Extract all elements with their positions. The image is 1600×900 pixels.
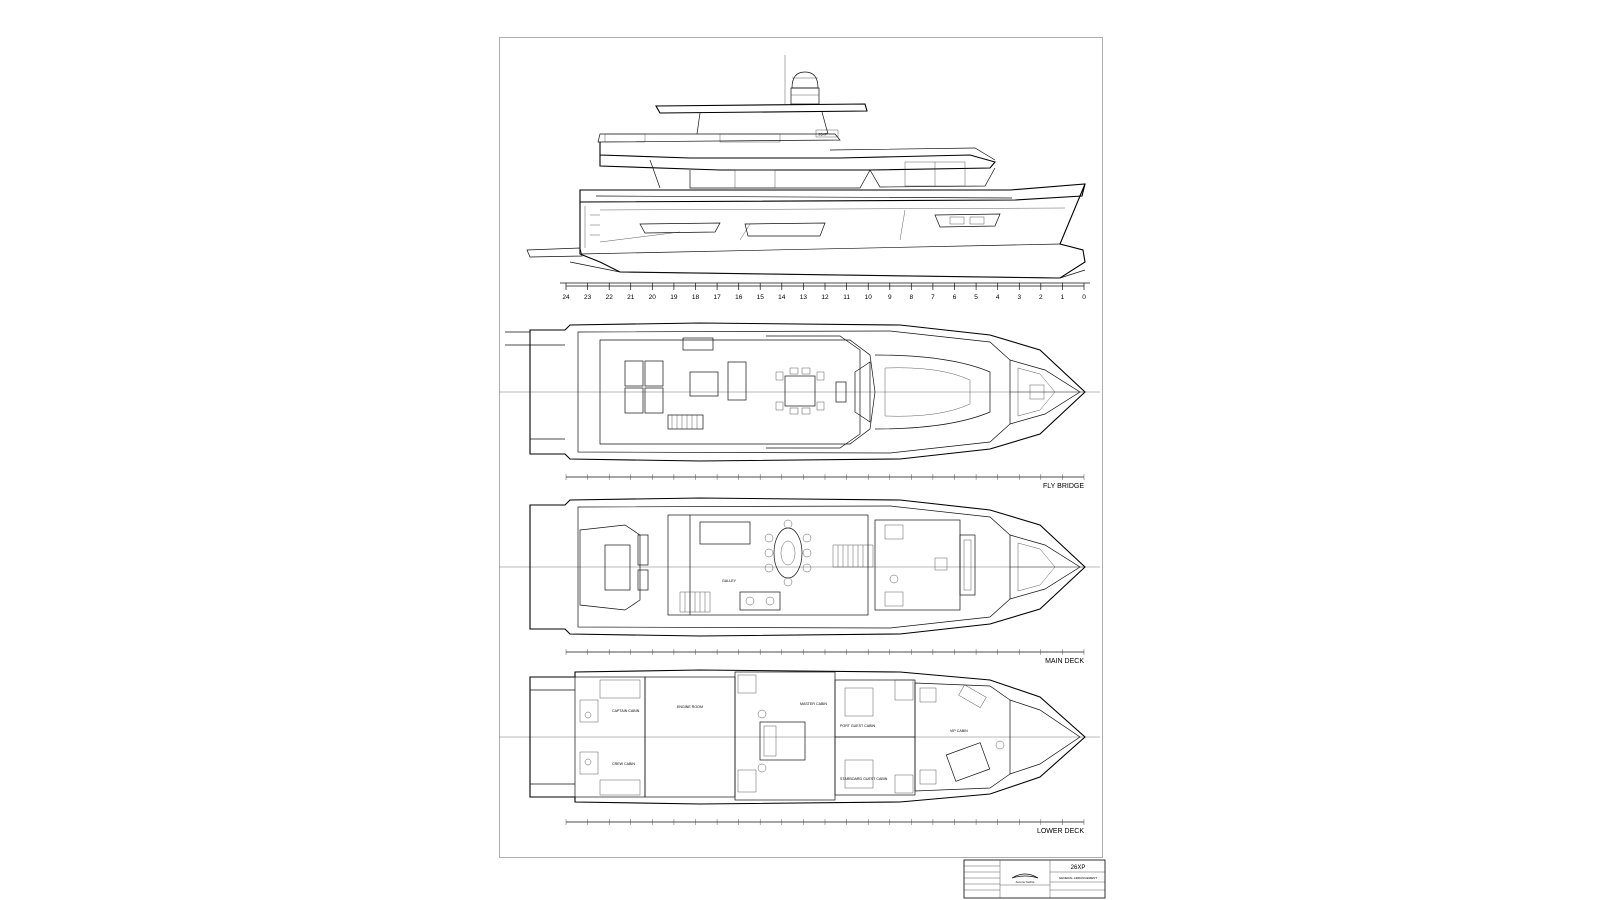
profile-frame-ruler: 24 23 22 21 20 19 18 17 16 15 14 13 12 1…	[562, 283, 1086, 301]
master-cabin-label: MASTER CABIN	[800, 702, 827, 706]
model-badge	[815, 129, 839, 138]
main-deck-plan: GALLEY	[499, 497, 1100, 637]
sheet-border	[499, 37, 1103, 858]
frame-number: 23	[584, 294, 592, 301]
vip-bed	[945, 742, 991, 782]
title-block-model: 26XP	[1071, 865, 1086, 871]
title-block: Aurora Yachts 26XP GENERAL ARRANGEMENT	[963, 859, 1106, 899]
frame-number: 24	[562, 294, 570, 301]
main-deck-ruler	[565, 649, 1085, 655]
sun-lounger	[644, 360, 664, 387]
sun-lounger	[624, 360, 644, 387]
fly-bridge-ruler	[565, 474, 1085, 480]
frame-number: 17	[713, 294, 721, 301]
frame-number: 3	[1017, 294, 1021, 301]
radar-dome-icon	[791, 71, 819, 89]
frame-number: 18	[692, 294, 700, 301]
side-profile: 26XP	[526, 55, 1090, 284]
lower-deck-label: LOWER DECK	[1037, 828, 1084, 835]
frame-number: 9	[888, 294, 892, 301]
helm-console	[854, 361, 871, 423]
title-block-drawing-title: GENERAL ARRANGEMENT	[1059, 876, 1097, 880]
sun-lounger	[644, 387, 664, 414]
captain-cabin-label: CAPTAIN CABIN	[612, 709, 640, 713]
frame-number: 1	[1061, 294, 1065, 301]
starboard-guest-cabin-label: STARBOARD GUEST CABIN	[840, 777, 888, 781]
company-logo-icon	[1011, 873, 1039, 879]
helm-seat	[835, 381, 847, 403]
frame-number: 15	[757, 294, 765, 301]
master-bed	[759, 721, 806, 761]
frame-number: 22	[606, 294, 614, 301]
sun-lounger	[624, 387, 644, 414]
fly-bridge-plan	[499, 322, 1100, 462]
vip-cabin-label: VIP CABIN	[950, 729, 968, 733]
lower-deck-plan: CAPTAIN CABIN CREW CABIN ENGINE ROOM MAS…	[499, 669, 1100, 805]
fly-bridge-label: FLY BRIDGE	[1043, 483, 1084, 490]
company-name: Aurora Yachts	[1016, 880, 1035, 884]
frame-number: 6	[953, 294, 957, 301]
model-badge-label: 26XP	[819, 133, 828, 137]
frame-number: 19	[670, 294, 678, 301]
frame-number: 8	[909, 294, 913, 301]
galley-label: GALLEY	[722, 579, 737, 583]
frame-number: 11	[843, 294, 850, 301]
frame-number: 14	[778, 294, 786, 301]
frame-number: 16	[735, 294, 743, 301]
lower-deck-ruler	[565, 819, 1085, 825]
frame-number: 5	[974, 294, 978, 301]
frame-number: 20	[649, 294, 657, 301]
main-deck-label: MAIN DECK	[1045, 658, 1084, 665]
frame-number: 12	[821, 294, 829, 301]
port-guest-cabin-label: PORT GUEST CABIN	[840, 724, 876, 728]
frame-number: 0	[1082, 294, 1086, 301]
sofa	[699, 521, 751, 545]
crew-cabin-label: CREW CABIN	[612, 762, 635, 766]
frame-number: 2	[1039, 294, 1043, 301]
frame-number: 4	[996, 294, 1000, 301]
frame-number: 7	[931, 294, 935, 301]
frame-number: 21	[627, 294, 635, 301]
frame-number: 13	[800, 294, 808, 301]
frame-number: 10	[865, 294, 873, 301]
engine-room-label: ENGINE ROOM	[677, 705, 703, 709]
